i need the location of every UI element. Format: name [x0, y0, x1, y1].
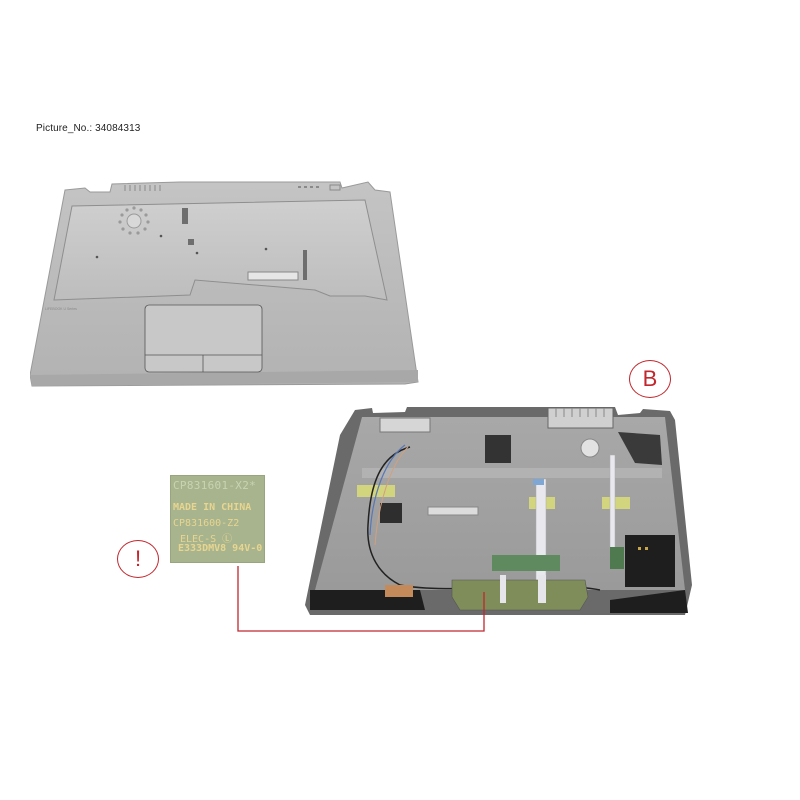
picture-number: Picture_No.: 34084313	[36, 123, 141, 134]
label-line-4: ELEC-S Ⓛ	[180, 534, 233, 545]
touchpad	[144, 304, 263, 373]
label-line-2: MADE IN CHINA	[173, 502, 252, 513]
warning-icon: !	[117, 540, 159, 578]
svg-text:LIFEBOOK U Series: LIFEBOOK U Series	[45, 307, 77, 311]
label-detail-card: CP831601-X2* MADE IN CHINA CP831600-Z2 E…	[170, 475, 265, 563]
palmrest-bottom-view	[305, 407, 692, 615]
touchpad-board	[451, 579, 589, 611]
label-line-3: CP831600-Z2	[173, 518, 240, 529]
callout-b-icon: B	[629, 360, 671, 398]
label-line-5: E333DMV8 94V-0	[178, 543, 263, 554]
label-line-1: CP831601-X2*	[173, 479, 257, 492]
fan-vent-icon	[118, 206, 150, 235]
palmrest-top-view: LIFEBOOK U Series	[30, 181, 419, 387]
